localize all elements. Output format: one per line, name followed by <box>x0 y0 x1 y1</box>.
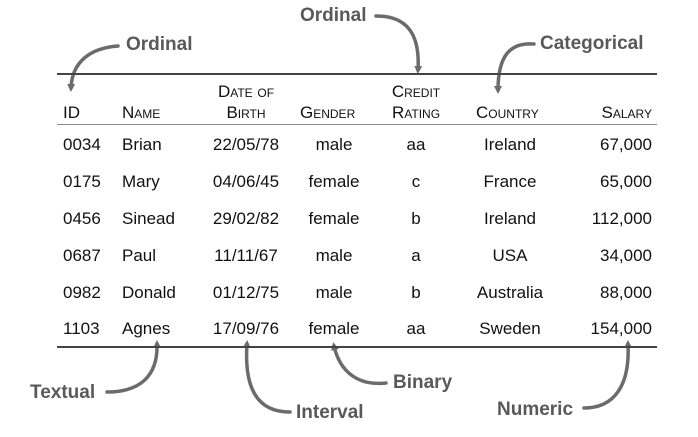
arrow-categorical-country <box>494 42 536 94</box>
table-header-rule <box>57 124 657 125</box>
cell-country: Ireland <box>484 135 536 154</box>
header-credit-rating: Credit Rating <box>374 81 458 123</box>
arrow-ordinal-id <box>67 44 120 92</box>
arrow-binary-gender <box>331 342 388 386</box>
cell-salary: 67,000 <box>600 135 652 154</box>
cell-id: 0687 <box>63 246 101 265</box>
arrow-textual-name <box>105 340 162 394</box>
header-country: Country <box>476 103 539 122</box>
cell-gender: female <box>308 172 360 191</box>
cell-country: USA <box>492 246 528 265</box>
cell-id: 0982 <box>63 283 101 302</box>
cell-id: 0175 <box>63 172 101 191</box>
header-salary: Salary <box>601 103 652 122</box>
table-top-rule <box>57 73 657 75</box>
cell-dob: 04/06/45 <box>212 172 280 191</box>
cell-dob: 01/12/75 <box>212 283 280 302</box>
cell-salary: 34,000 <box>600 246 652 265</box>
cell-id: 1103 <box>63 319 100 338</box>
header-dob-line1: Date of <box>217 82 275 101</box>
annotation-categorical: Categorical <box>540 33 644 54</box>
cell-name: Brian <box>122 135 162 154</box>
annotation-ordinal-center: Ordinal <box>300 5 367 26</box>
cell-dob: 17/09/76 <box>212 319 280 338</box>
header-credit-line2: Rating <box>391 103 441 122</box>
arrow-ordinal-credit <box>374 14 423 74</box>
cell-dob: 29/02/82 <box>212 209 280 228</box>
cell-id: 0456 <box>63 209 101 228</box>
annotation-numeric: Numeric <box>497 399 574 420</box>
annotation-binary: Binary <box>393 372 453 393</box>
cell-credit: b <box>411 283 421 302</box>
cell-dob: 22/05/78 <box>212 135 280 154</box>
cell-salary: 65,000 <box>600 172 652 191</box>
cell-gender: female <box>308 209 360 228</box>
cell-salary: 154,000 <box>590 319 652 338</box>
annotation-ordinal-left: Ordinal <box>126 34 193 55</box>
cell-gender: male <box>315 246 353 265</box>
header-credit-line1: Credit <box>391 82 441 101</box>
cell-credit: c <box>411 172 421 191</box>
annotation-interval: Interval <box>296 402 364 423</box>
header-dob-line2: Birth <box>226 103 266 122</box>
cell-country: Sweden <box>479 319 541 338</box>
cell-credit: b <box>411 209 421 228</box>
cell-gender: male <box>315 135 353 154</box>
header-gender: Gender <box>300 103 356 122</box>
cell-name: Sinead <box>122 209 175 228</box>
table-bottom-rule <box>57 346 657 348</box>
cell-dob: 11/11/67 <box>214 246 278 265</box>
cell-name: Mary <box>122 172 160 191</box>
cell-id: 0034 <box>63 135 101 154</box>
cell-country: Ireland <box>484 209 536 228</box>
header-name: Name <box>122 103 161 122</box>
arrow-numeric-salary <box>582 340 633 410</box>
cell-credit: a <box>411 246 421 265</box>
cell-country: France <box>483 172 537 191</box>
cell-salary: 88,000 <box>600 283 652 302</box>
annotation-textual: Textual <box>30 382 96 403</box>
cell-gender: male <box>315 283 353 302</box>
header-date-of-birth: Date of Birth <box>200 81 292 123</box>
cell-country: Australia <box>476 283 544 302</box>
cell-credit: aa <box>406 319 426 338</box>
arrow-interval-dob <box>242 340 292 414</box>
cell-salary: 112,000 <box>591 209 652 228</box>
cell-credit: aa <box>406 135 426 154</box>
cell-name: Agnes <box>122 319 171 338</box>
cell-name: Donald <box>122 283 176 302</box>
cell-name: Paul <box>122 246 157 265</box>
header-id: ID <box>63 103 80 122</box>
cell-gender: female <box>308 319 360 338</box>
